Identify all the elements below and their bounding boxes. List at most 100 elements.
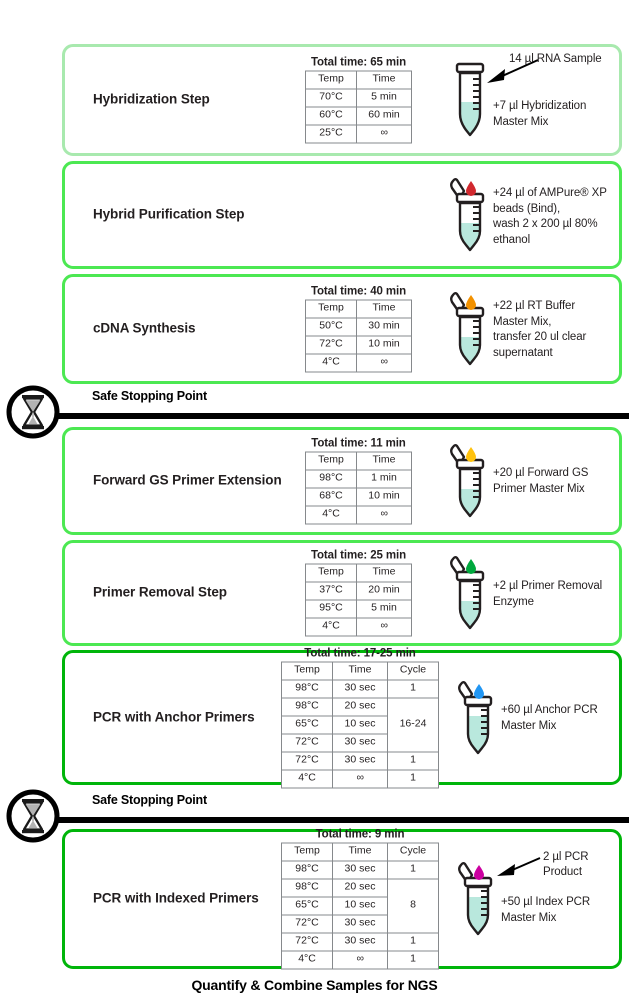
col-header-temp: Temp xyxy=(281,661,333,680)
col-header-cycle: Cycle xyxy=(387,661,439,680)
cell-time: 30 sec xyxy=(332,860,388,880)
footer-title: Quantify & Combine Samples for NGS xyxy=(191,977,438,993)
table-row: 72°C 10 min xyxy=(305,335,412,355)
table-row: 98°C 20 sec 16-24 xyxy=(281,697,439,752)
cell-time: 20 min xyxy=(356,581,412,601)
divider-line xyxy=(52,413,629,419)
cell-temp: 65°C xyxy=(281,896,333,916)
cell-cycle-merged: 16-24 xyxy=(387,697,439,752)
col-header-time: Time xyxy=(332,661,388,680)
cell-temp: 72°C xyxy=(281,914,333,934)
cell-temp: 98°C xyxy=(305,469,357,489)
reagent-note: +7 µl Hybridization Master Mix xyxy=(493,100,587,128)
cell-temp: 4°C xyxy=(305,353,357,373)
safe-stopping-point-label: Safe Stopping Point xyxy=(92,793,207,807)
thermal-cycler-table: Temp Time 37°C 20 min 95°C 5 min 4°C ∞ xyxy=(305,563,412,637)
table-row: 4°C ∞ xyxy=(305,617,412,637)
droplet-icon xyxy=(474,865,484,880)
total-time-label: Total time: 25 min xyxy=(310,549,407,562)
cell-temp: 68°C xyxy=(305,487,357,507)
cell-time: 30 sec xyxy=(332,751,388,770)
col-header-cycle: Cycle xyxy=(387,842,439,862)
table-row: 70°C 5 min xyxy=(305,88,412,108)
col-header-time: Time xyxy=(356,563,412,583)
step-box-pcr-anchor-primers: PCR with Anchor Primers Total time: 17-2… xyxy=(62,647,622,788)
step-title: PCR with Anchor Primers xyxy=(93,709,255,725)
thermal-cycler-table: Temp Time 70°C 5 min 60°C 60 min 25°C ∞ xyxy=(305,70,412,144)
cell-cycle: 1 xyxy=(387,769,439,788)
cell-time: ∞ xyxy=(332,769,388,788)
cell-time: ∞ xyxy=(356,617,412,637)
cell-cycle: 1 xyxy=(387,679,439,698)
table-row: 98°C 20 sec 8 xyxy=(281,878,439,934)
cell-time: 30 sec xyxy=(332,914,388,934)
cell-time: 10 min xyxy=(356,487,412,507)
table-row: 65°C 10 sec xyxy=(281,896,439,916)
cell-temp: 50°C xyxy=(305,317,357,337)
cell-temp: 37°C xyxy=(305,581,357,601)
table-row: 98°C 1 min xyxy=(305,469,412,489)
reagent-note: +20 µl Forward GS Primer Master Mix xyxy=(493,467,589,495)
tube-icon-closed xyxy=(447,62,493,138)
cell-time: 1 min xyxy=(356,469,412,489)
step-title: PCR with Indexed Primers xyxy=(93,890,259,906)
cell-cycle: 1 xyxy=(387,932,439,952)
table-row: 4°C ∞ 1 xyxy=(281,950,439,970)
cell-time: 30 sec xyxy=(332,932,388,952)
step-box-pcr-indexed-primers: PCR with Indexed Primers Total time: 9 m… xyxy=(62,829,622,970)
cell-temp: 65°C xyxy=(281,715,333,734)
cell-temp: 70°C xyxy=(305,88,357,108)
reagent-note: +24 µl of AMPure® XP beads (Bind), wash … xyxy=(493,187,607,246)
cell-time: 5 min xyxy=(356,599,412,619)
droplet-icon xyxy=(466,559,476,574)
cell-time: 10 min xyxy=(356,335,412,355)
hourglass-icon xyxy=(5,788,61,844)
cell-temp: 72°C xyxy=(281,751,333,770)
cell-time: 60 min xyxy=(356,106,412,126)
col-header-time: Time xyxy=(356,70,412,90)
table-row: 68°C 10 min xyxy=(305,487,412,507)
total-time-label: Total time: 65 min xyxy=(310,56,407,69)
table-row: 98°C 30 sec 1 xyxy=(281,860,439,880)
cell-time: 20 sec xyxy=(332,878,388,898)
total-time-label: Total time: 40 min xyxy=(310,285,407,298)
cell-temp: 98°C xyxy=(281,679,333,698)
safe-stopping-point-label: Safe Stopping Point xyxy=(92,389,207,403)
col-header-temp: Temp xyxy=(305,70,357,90)
cell-time: 30 sec xyxy=(332,733,388,752)
tube-icon-open xyxy=(455,680,501,756)
cell-temp: 72°C xyxy=(281,733,333,752)
tube-icon-open xyxy=(447,177,493,253)
cell-temp: 4°C xyxy=(281,769,333,788)
table-row: 65°C 10 sec xyxy=(281,715,439,734)
cell-cycle-merged: 8 xyxy=(387,878,439,934)
table-row: 95°C 5 min xyxy=(305,599,412,619)
reagent-note: +22 µl RT Buffer Master Mix, transfer 20… xyxy=(493,300,587,359)
hourglass-icon xyxy=(5,384,61,440)
reagent-note: +50 µl Index PCR Master Mix xyxy=(501,896,591,924)
safe-stopping-point-divider-1: Safe Stopping Point xyxy=(0,383,629,439)
cell-time: 5 min xyxy=(356,88,412,108)
table-row: 98°C 30 sec 1 xyxy=(281,679,439,698)
col-header-temp: Temp xyxy=(305,299,357,319)
step-title: Hybridization Step xyxy=(93,91,210,107)
callout-pcr-product: 2 µl PCR Product xyxy=(543,851,589,878)
col-header-temp: Temp xyxy=(305,451,357,471)
cell-temp: 60°C xyxy=(305,106,357,126)
droplet-icon xyxy=(466,447,476,462)
reagent-note: +2 µl Primer Removal Enzyme xyxy=(493,580,603,608)
cell-temp: 98°C xyxy=(281,860,333,880)
cell-temp: 4°C xyxy=(305,617,357,637)
pcr-product-arrow-icon xyxy=(497,857,541,876)
total-time-label: Total time: 11 min xyxy=(311,437,406,450)
reagent-note: +60 µl Anchor PCR Master Mix xyxy=(501,704,598,732)
table-row: 25°C ∞ xyxy=(305,124,412,144)
total-time-label: Total time: 17-25 min xyxy=(304,647,416,659)
table-row: 72°C 30 sec 1 xyxy=(281,932,439,952)
cell-time: 10 sec xyxy=(332,896,388,916)
cell-temp: 98°C xyxy=(281,697,333,716)
tube-icon-open xyxy=(447,291,493,367)
col-header-temp: Temp xyxy=(305,563,357,583)
step-title: Primer Removal Step xyxy=(93,584,227,600)
col-header-time: Time xyxy=(356,451,412,471)
